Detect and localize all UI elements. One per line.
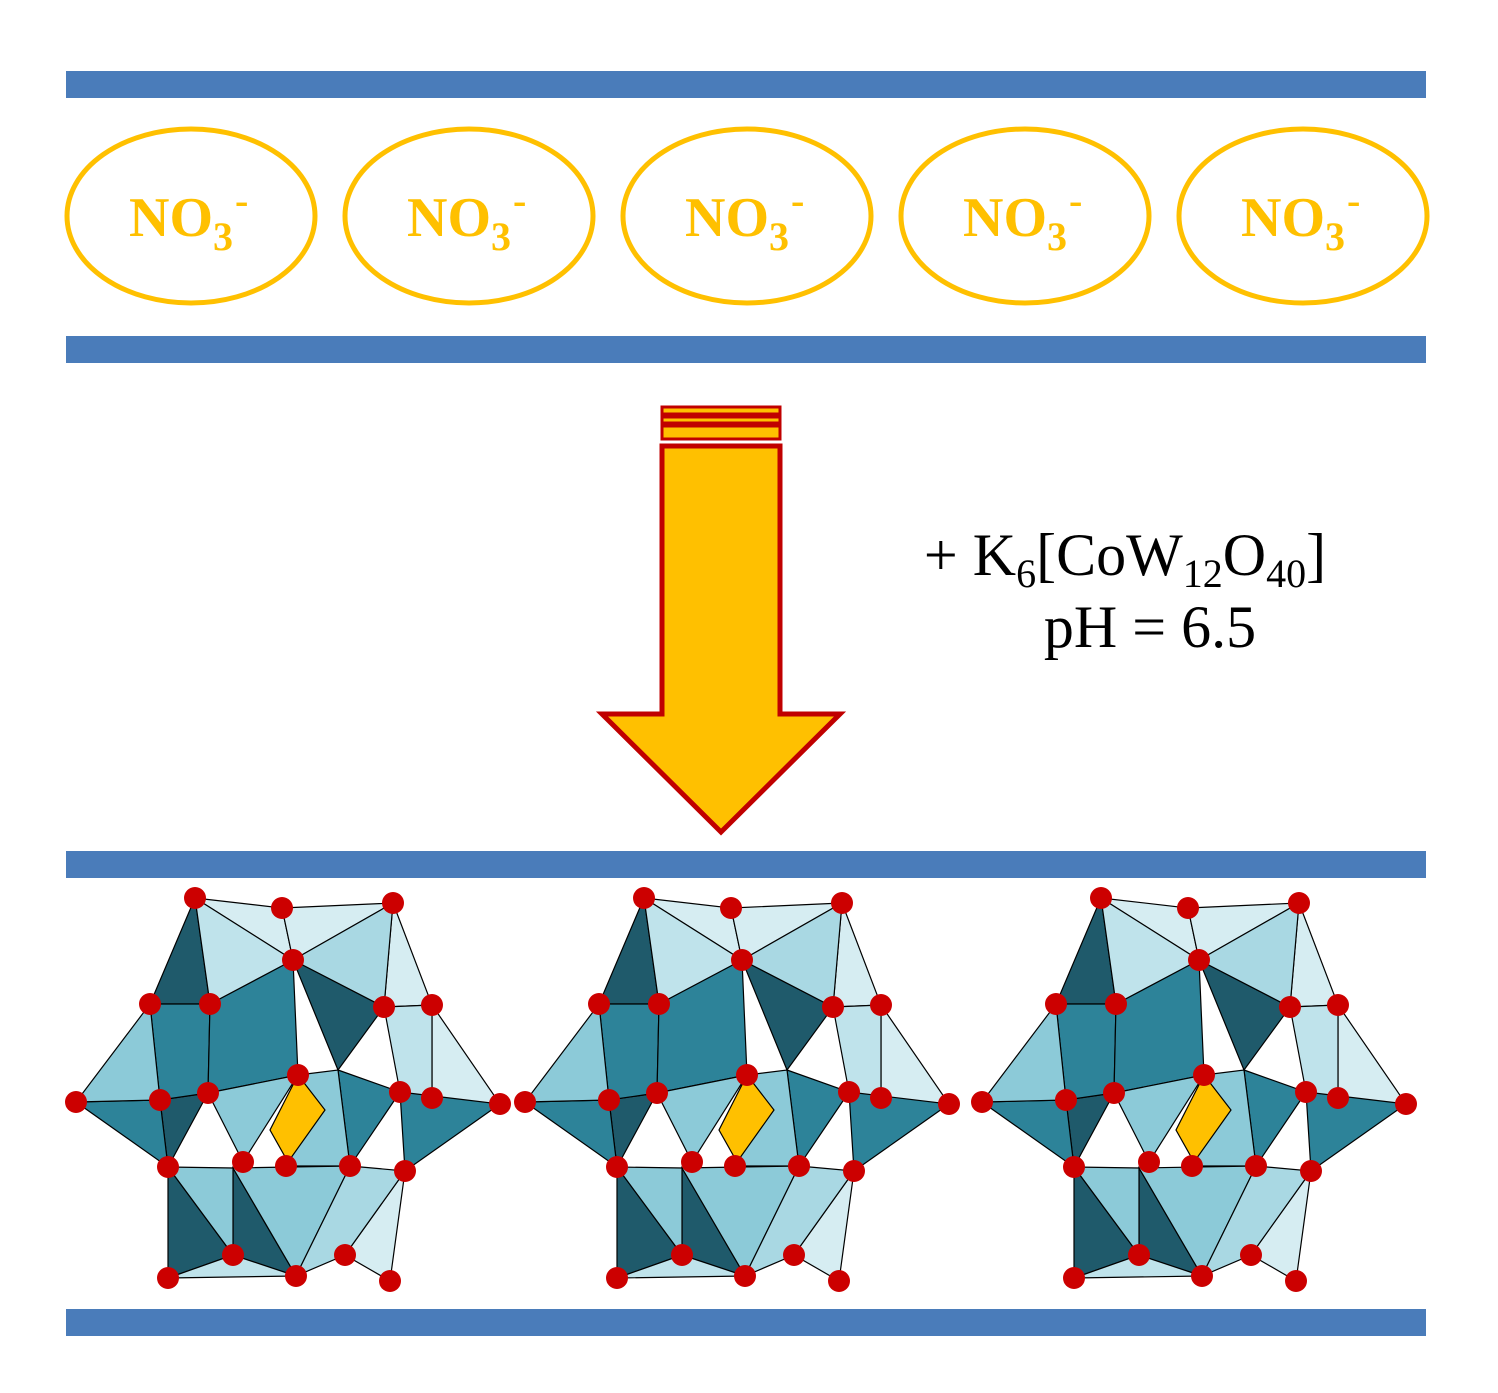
reagent-prefix: + K — [924, 522, 1016, 588]
nitrate-anion: NO3- — [64, 126, 318, 306]
anion-charge: - — [1069, 178, 1082, 223]
reagent-cow: [CoW — [1036, 522, 1183, 588]
anion-base: NO — [407, 187, 491, 249]
keggin-cluster — [970, 886, 1418, 1293]
reagent-k-subscript: 6 — [1016, 551, 1036, 596]
nitrate-anion: NO3- — [342, 126, 596, 306]
nitrate-anion: NO3- — [1176, 126, 1430, 306]
anion-charge: - — [1347, 178, 1360, 223]
nitrate-anion: NO3- — [898, 126, 1152, 306]
keggin-cluster — [64, 886, 512, 1293]
anion-outline — [620, 126, 874, 306]
arrow-stripe-1 — [660, 405, 782, 416]
anion-base: NO — [963, 187, 1047, 249]
anion-base: NO — [1241, 187, 1325, 249]
anion-charge: - — [235, 178, 248, 223]
arrow-body — [595, 443, 847, 836]
anion-charge: - — [513, 178, 526, 223]
anion-subscript: 3 — [769, 214, 789, 259]
anion-label: NO3- — [963, 178, 1082, 259]
layer-bar-bottom-lower — [66, 1309, 1426, 1336]
anion-outline — [64, 126, 318, 306]
anion-base: NO — [129, 187, 213, 249]
reagent-w-subscript: 12 — [1183, 551, 1223, 596]
anion-outline — [898, 126, 1152, 306]
anion-subscript: 3 — [491, 214, 511, 259]
anion-label: NO3- — [685, 178, 804, 259]
nitrate-anion-row: NO3-NO3-NO3-NO3-NO3- — [64, 126, 1430, 306]
reagent-bracket-close: ] — [1306, 522, 1326, 588]
layer-bar-top-lower — [66, 336, 1426, 363]
anion-subscript: 3 — [1325, 214, 1345, 259]
keggin-cluster — [513, 886, 961, 1293]
layer-bar-bottom-upper — [66, 851, 1426, 878]
layer-bar-top-upper — [66, 71, 1426, 98]
reagent-oxygen: O — [1223, 522, 1266, 588]
reaction-arrow — [595, 405, 847, 836]
anion-base: NO — [685, 187, 769, 249]
anion-subscript: 3 — [213, 214, 233, 259]
anion-label: NO3- — [1241, 178, 1360, 259]
arrow-stripe-2 — [660, 415, 782, 425]
anion-label: NO3- — [407, 178, 526, 259]
nitrate-anion: NO3- — [620, 126, 874, 306]
anion-subscript: 3 — [1047, 214, 1067, 259]
anion-outline — [1176, 126, 1430, 306]
polyoxometalate-row — [64, 886, 1418, 1293]
anion-outline — [342, 126, 596, 306]
anion-label: NO3- — [129, 178, 248, 259]
arrow-stripe-3 — [660, 424, 782, 441]
reagent-o-subscript: 40 — [1266, 551, 1306, 596]
reagent-formula: + K6[CoW12O40] — [924, 522, 1326, 596]
reaction-conditions: pH = 6.5 — [1044, 594, 1256, 660]
anion-charge: - — [791, 178, 804, 223]
